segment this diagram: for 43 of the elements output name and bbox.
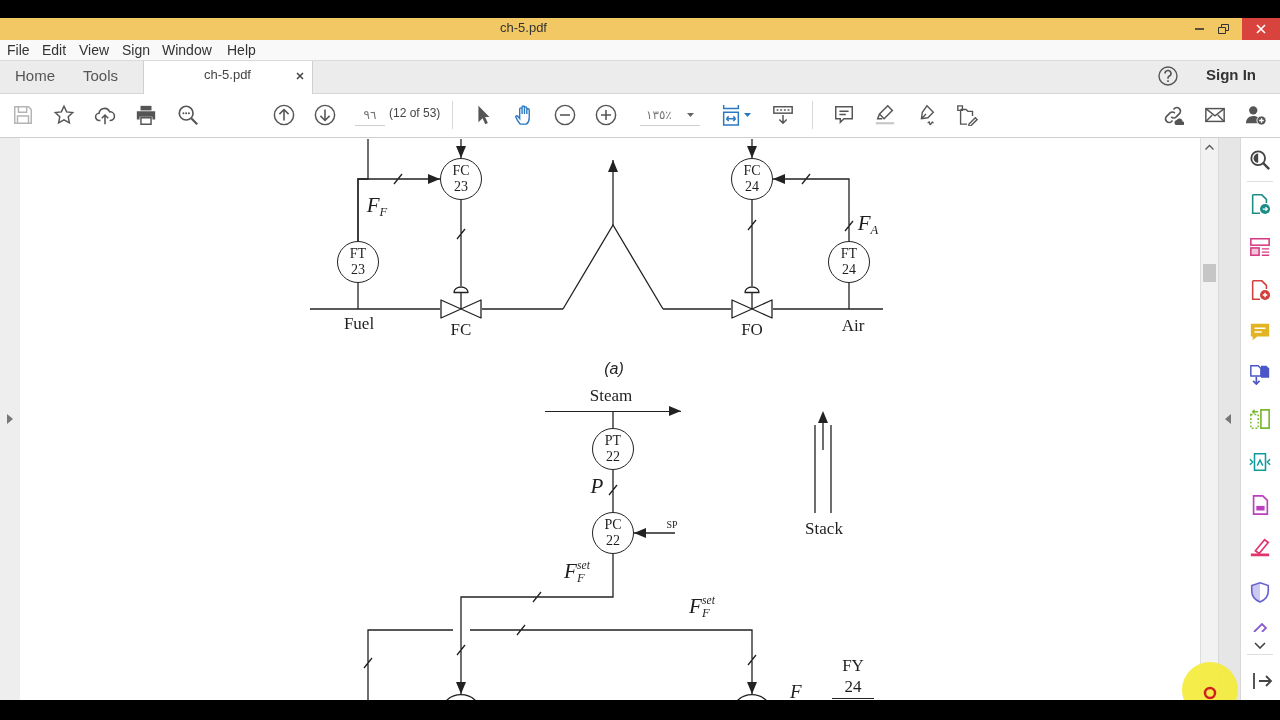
pipe-line — [662, 308, 732, 310]
control-valve: FO — [731, 286, 773, 342]
edge-label: F$_{A}$ — [856, 213, 880, 234]
tab-label: Tools — [83, 67, 119, 85]
menu-item: View — [79, 42, 110, 59]
zoom-dropdown: ١٣٥٪ — [640, 104, 700, 126]
signal-line — [747, 199, 757, 287]
signal-line — [456, 199, 466, 287]
control-valve: FC — [440, 286, 482, 342]
sensor-tap-line — [848, 282, 850, 310]
burner-symbol — [563, 225, 663, 309]
pipe-line — [309, 308, 441, 310]
signal-line — [633, 528, 676, 538]
sensor-tap-line — [612, 411, 614, 429]
menu-item: Edit — [42, 42, 67, 59]
edge-label: F$_{F}$ — [365, 195, 389, 216]
sensor-tap-line — [357, 282, 359, 310]
setpoint-label: SP — [664, 519, 680, 533]
page-count: (12 of 53) — [389, 107, 441, 121]
menu-item: Window — [162, 42, 212, 59]
flow-arrow — [608, 159, 618, 226]
signal-line — [456, 138, 466, 159]
signal-line — [456, 553, 614, 695]
menu-item: Sign — [122, 42, 151, 59]
signal-line — [747, 138, 757, 159]
signal-line — [608, 469, 618, 513]
menu-item: Help — [227, 42, 256, 59]
signal-line — [357, 138, 369, 242]
pipe-line — [481, 308, 564, 310]
menu-item: File — [7, 42, 30, 59]
edge-label: Fuel — [342, 315, 376, 332]
pipe-line — [772, 308, 884, 310]
edge-label: Air — [840, 317, 866, 334]
tab-label: Home — [15, 67, 55, 85]
page-number-field: ٩٦ — [355, 104, 385, 126]
function-block: FY 24 — [832, 655, 874, 699]
signal-line — [363, 624, 757, 701]
sign-in-link: Sign In — [1206, 66, 1256, 84]
variable-label: F — [790, 683, 802, 700]
window-title: ch-5.pdf — [500, 21, 547, 36]
signal-line — [772, 173, 854, 242]
tab-title: ch-5.pdf — [204, 68, 251, 83]
stack: Stack — [802, 409, 846, 541]
